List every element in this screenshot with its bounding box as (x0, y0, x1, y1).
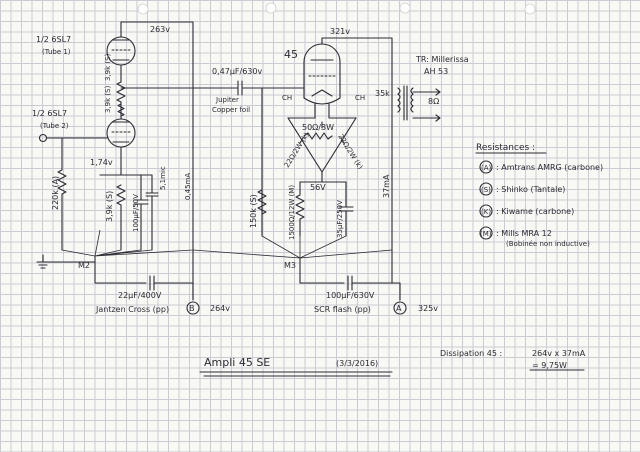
title-underline (199, 371, 393, 377)
legend-key-k: (K) (481, 208, 491, 216)
capacitor-cathode (133, 174, 149, 251)
tube1-plate-voltage: 263v (150, 25, 170, 34)
cap-b-value: 22µF/400V (118, 291, 162, 300)
r-35k-label: 35k (375, 89, 390, 98)
node-m3-label: M3 (284, 261, 296, 270)
wire-filament (287, 103, 357, 119)
wire-bplus-top (120, 21, 194, 301)
dissipation-label: Dissipation 45 : (440, 349, 502, 358)
transformer-model: AH 53 (424, 67, 448, 76)
capacitor-bypass (145, 174, 159, 251)
r-grid-label: 220k (A) (51, 176, 60, 210)
tube2-sub: (Tube 2) (40, 122, 69, 130)
resistor-grid (57, 169, 67, 251)
legend-circle-a (479, 160, 493, 174)
tube1-label: 1/2 6SL7 (36, 35, 71, 44)
legend-text-k: : Kiwame (carbone) (496, 207, 574, 216)
resistor-plate1 (116, 81, 126, 103)
hum-pot-label: 50Ω/3W (302, 123, 334, 132)
binder-hole-2 (265, 2, 277, 14)
node-a-circle (393, 301, 407, 315)
coupling-capacitor (192, 80, 263, 96)
transformer-label: TR: Millerissa (415, 55, 469, 64)
tube45-label: 45 (284, 48, 298, 61)
c-bypass-label: 5,1mic (159, 166, 167, 190)
input-jack (38, 133, 48, 143)
page-date: (3/3/2016) (336, 359, 378, 368)
r-cathode-label: 3,9k (S) (105, 191, 114, 222)
ground-line (36, 254, 96, 269)
r-hum-b-label: 22Ω/2W (k) (336, 133, 364, 171)
legend-text-m: : Mills MRA 12 (496, 229, 552, 238)
current-45-label: 37mA (382, 174, 391, 198)
r-plate2-label: 3,9k (S) (104, 85, 112, 113)
supply-rail-a (299, 275, 401, 301)
page-title: Ampli 45 SE (204, 356, 270, 369)
resistor-cathode (116, 184, 126, 251)
output-transformer (397, 85, 441, 122)
legend-key-m: (M) (480, 230, 492, 238)
current-stage1-label: 0,45mA (184, 173, 192, 200)
node-m2-label: M2 (78, 261, 90, 270)
tube45-symbol (303, 43, 341, 105)
r-cathode45-label: 1500Ω/12W (M) (288, 185, 296, 240)
binder-hole-3 (399, 2, 411, 14)
wire-45-plate (321, 37, 393, 91)
dissipation-result: = 9,75W (532, 361, 567, 370)
legend-circle-s (479, 182, 493, 196)
resistor-plate2 (117, 103, 125, 117)
wire-45-grid (261, 87, 305, 237)
hum-resistors (287, 117, 357, 173)
coupling-cap-value: 0,47µF/630v (212, 67, 262, 76)
legend-key-a: (A) (481, 164, 492, 172)
legend-text-a: : Amtrans AMRG (carbone) (496, 163, 603, 172)
ground-star-m2 (61, 229, 194, 257)
c-cathode45-label: 35µF/250V (336, 200, 344, 238)
r-plate1-label: 3,9k (S) (104, 53, 112, 81)
binder-hole-1 (137, 3, 149, 15)
node-b-voltage: 264v (210, 304, 230, 313)
node-b-circle (186, 301, 200, 315)
cap-a-value: 100µF/630V (326, 291, 375, 300)
legend-text-s: : Shinko (Tantale) (496, 185, 565, 194)
wire-cathode2 (99, 146, 153, 176)
ch-left-label: CH (282, 94, 292, 102)
cap-b-name: Jantzen Cross (pp) (95, 305, 169, 314)
tube2-label: 1/2 6SL7 (32, 109, 67, 118)
resistor-cathode45 (295, 181, 305, 237)
c-cathode-label: 100µF/50V (132, 194, 140, 232)
ground-star-m3 (192, 235, 393, 259)
supply-rail-b (94, 261, 194, 301)
node-a-letter: A (396, 304, 402, 313)
output-ohm: 8Ω (428, 97, 439, 106)
hum-pot (303, 121, 333, 140)
binder-hole-4 (524, 3, 536, 15)
node-b-letter: B (189, 304, 195, 313)
tube1-sub: (Tube 1) (42, 48, 71, 56)
ch-right-label: CH (355, 94, 365, 102)
coupling-cap-sub: Copper foil (212, 106, 250, 114)
resistor-150k (257, 189, 267, 215)
node-a-voltage: 325v (418, 304, 438, 313)
coupling-cap-name: Jupiter (215, 96, 239, 104)
capacitor-cathode45 (338, 181, 354, 237)
legend-text-m2: (Bobinée non inductive) (506, 240, 590, 248)
dissipation-formula: 264v x 37mA (532, 349, 586, 358)
v56-label: 56V (310, 183, 326, 192)
tube2-cathode-voltage: 1,74v (90, 158, 113, 167)
cap-a-name: SCR flash (pp) (314, 305, 371, 314)
legend-circle-m (479, 226, 493, 240)
legend-circle-k (479, 204, 493, 218)
tube45-plate-voltage: 321v (330, 27, 350, 36)
wire-cathode45 (299, 171, 347, 183)
legend-key-s: (S) (481, 186, 491, 194)
tube2-symbol (106, 118, 136, 148)
r-150k-label: 150k (S) (249, 194, 258, 228)
legend-title: Resistances : (476, 143, 535, 153)
r-hum-a-label: 22Ω/2W (k) (283, 131, 311, 169)
